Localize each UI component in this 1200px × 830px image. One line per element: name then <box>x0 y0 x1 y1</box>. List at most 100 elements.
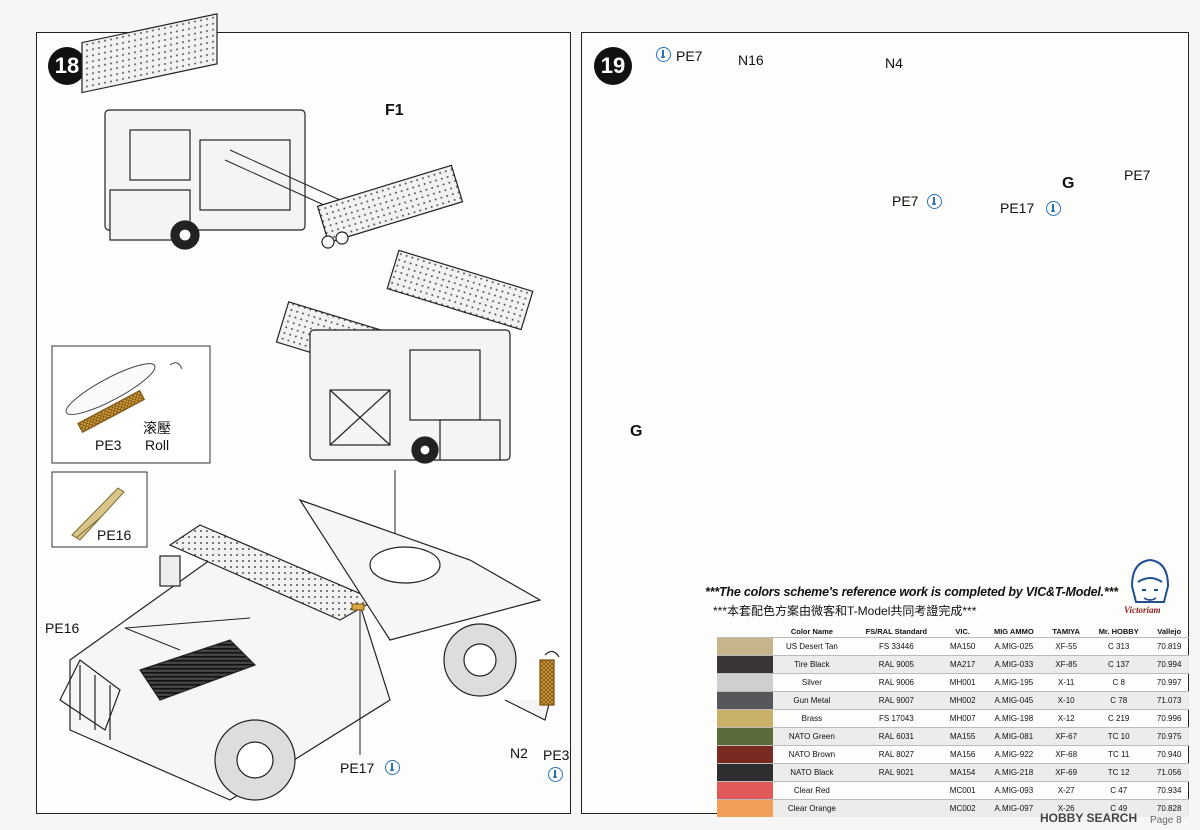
color-table-cell-mig: A.MIG-033 <box>983 655 1045 674</box>
color-table-cell-tamiya: X-11 <box>1044 673 1089 692</box>
color-table-cell-mig: A.MIG-198 <box>983 709 1045 728</box>
color-table-cell-name: Clear Orange <box>773 799 851 817</box>
color-swatch <box>717 746 773 763</box>
color-table-cell-name: Brass <box>773 709 851 728</box>
color-table-cell-vic: MH002 <box>941 691 984 710</box>
color-table-cell-name: NATO Brown <box>773 745 851 764</box>
color-table-cell-vallejo: 70.934 <box>1149 781 1189 800</box>
color-table-cell-vallejo: 70.819 <box>1149 637 1189 656</box>
color-table-header-cell: VIC. <box>955 626 970 636</box>
label-pe17-right: PE17 <box>1000 200 1035 216</box>
color-table-cell-tamiya: XF-85 <box>1044 655 1089 674</box>
color-swatch-cell <box>717 655 773 674</box>
color-swatch <box>717 764 773 781</box>
label-pe16: PE16 <box>45 620 80 636</box>
turret-upper <box>81 13 341 250</box>
info-icon <box>385 760 400 775</box>
color-swatch-cell <box>717 763 773 782</box>
color-swatch <box>717 728 773 745</box>
color-table-cell-mr: C 137 <box>1088 655 1150 674</box>
color-table-cell-mr: C 8 <box>1088 673 1150 692</box>
color-table-cell-name: NATO Black <box>773 763 851 782</box>
color-note-en: ***The colors scheme's reference work is… <box>705 585 1118 599</box>
inset-pe16 <box>51 471 148 548</box>
info-icon <box>1046 201 1061 216</box>
color-table-cell-vic: MH007 <box>941 709 984 728</box>
color-table-cell-mig: A.MIG-922 <box>983 745 1045 764</box>
color-swatch <box>717 674 773 691</box>
color-table-cell-mr: C 78 <box>1088 691 1150 710</box>
label-pe7-right: PE7 <box>1124 167 1151 183</box>
color-table-cell-vic: MA217 <box>941 655 984 674</box>
color-table-cell-tamiya: X-26 <box>1044 799 1089 817</box>
color-table-cell-mig: A.MIG-081 <box>983 727 1045 746</box>
color-table-header-cell: Color Name <box>790 626 833 636</box>
color-table-cell-mig: A.MIG-045 <box>983 691 1045 710</box>
color-swatch <box>717 710 773 727</box>
color-table-cell-std: RAL 9021 <box>850 763 942 782</box>
label-roll-en: Roll <box>145 437 170 453</box>
label-pe17: PE17 <box>340 760 375 776</box>
color-swatch <box>717 692 773 709</box>
color-table-cell-mig: A.MIG-025 <box>983 637 1045 656</box>
color-table-header-cell: Vallejo <box>1157 626 1182 636</box>
color-table-cell-vic: MA154 <box>941 763 984 782</box>
exhaust-n2 <box>504 650 560 721</box>
color-table-cell-tamiya: XF-69 <box>1044 763 1089 782</box>
color-swatch-cell <box>717 781 773 800</box>
color-table-header-cell: MIG AMMO <box>993 626 1034 636</box>
color-table-cell-vallejo: 70.997 <box>1149 673 1189 692</box>
color-table-cell-mig: A.MIG-218 <box>983 763 1045 782</box>
label-pe3: PE3 <box>543 747 570 763</box>
color-table-cell-std: FS 17043 <box>850 709 942 728</box>
color-table-cell-name: Clear Red <box>773 781 851 800</box>
color-table-cell-vallejo: 70.994 <box>1149 655 1189 674</box>
label-g-top: G <box>1062 175 1075 192</box>
color-table-cell-vic: MH001 <box>941 673 984 692</box>
color-table-cell-vic: MA156 <box>941 745 984 764</box>
label-f1: F1 <box>385 102 404 119</box>
color-table-cell-name: NATO Green <box>773 727 851 746</box>
vehicle-lower <box>59 498 542 801</box>
color-table-cell-name: Tire Black <box>773 655 851 674</box>
label-g-left: G <box>630 423 643 440</box>
label-n2: N2 <box>510 745 528 761</box>
color-table-cell-mig: A.MIG-097 <box>983 799 1045 817</box>
color-table-cell-tamiya: X-10 <box>1044 691 1089 710</box>
color-table-cell-name: Gun Metal <box>773 691 851 710</box>
info-icon <box>927 194 942 209</box>
label-n4: N4 <box>885 55 903 71</box>
color-swatch-cell <box>717 745 773 764</box>
color-swatch-cell <box>717 799 773 817</box>
color-table-cell-mr: TC 12 <box>1088 763 1150 782</box>
label-pe16-inset: PE16 <box>97 527 132 543</box>
brand-name: Victoriam <box>1124 605 1161 615</box>
color-table-cell-mig: A.MIG-195 <box>983 673 1045 692</box>
color-table-cell-vic: MC001 <box>941 781 984 800</box>
step-18-badge: 18 <box>48 47 86 85</box>
label-pe7-top: PE7 <box>676 48 703 64</box>
color-swatch-cell <box>717 637 773 656</box>
color-table-cell-std: RAL 9005 <box>850 655 942 674</box>
color-table-cell-mr: TC 11 <box>1088 745 1150 764</box>
color-table-cell-tamiya: XF-55 <box>1044 637 1089 656</box>
info-icon <box>656 47 671 62</box>
info-icon <box>548 767 563 782</box>
label-pe3-inset: PE3 <box>95 437 122 453</box>
color-table-cell-tamiya: X-27 <box>1044 781 1089 800</box>
color-table-cell-vallejo: 70.996 <box>1149 709 1189 728</box>
color-table-cell-mr: C 219 <box>1088 709 1150 728</box>
color-table-cell-tamiya: X-12 <box>1044 709 1089 728</box>
step-19-badge: 19 <box>594 47 632 85</box>
victoriam-logo <box>1130 558 1170 603</box>
color-table-cell-vic: MC002 <box>941 799 984 817</box>
color-table-cell-vallejo: 70.975 <box>1149 727 1189 746</box>
label-n16: N16 <box>738 52 764 68</box>
inset-pe3 <box>51 345 211 464</box>
